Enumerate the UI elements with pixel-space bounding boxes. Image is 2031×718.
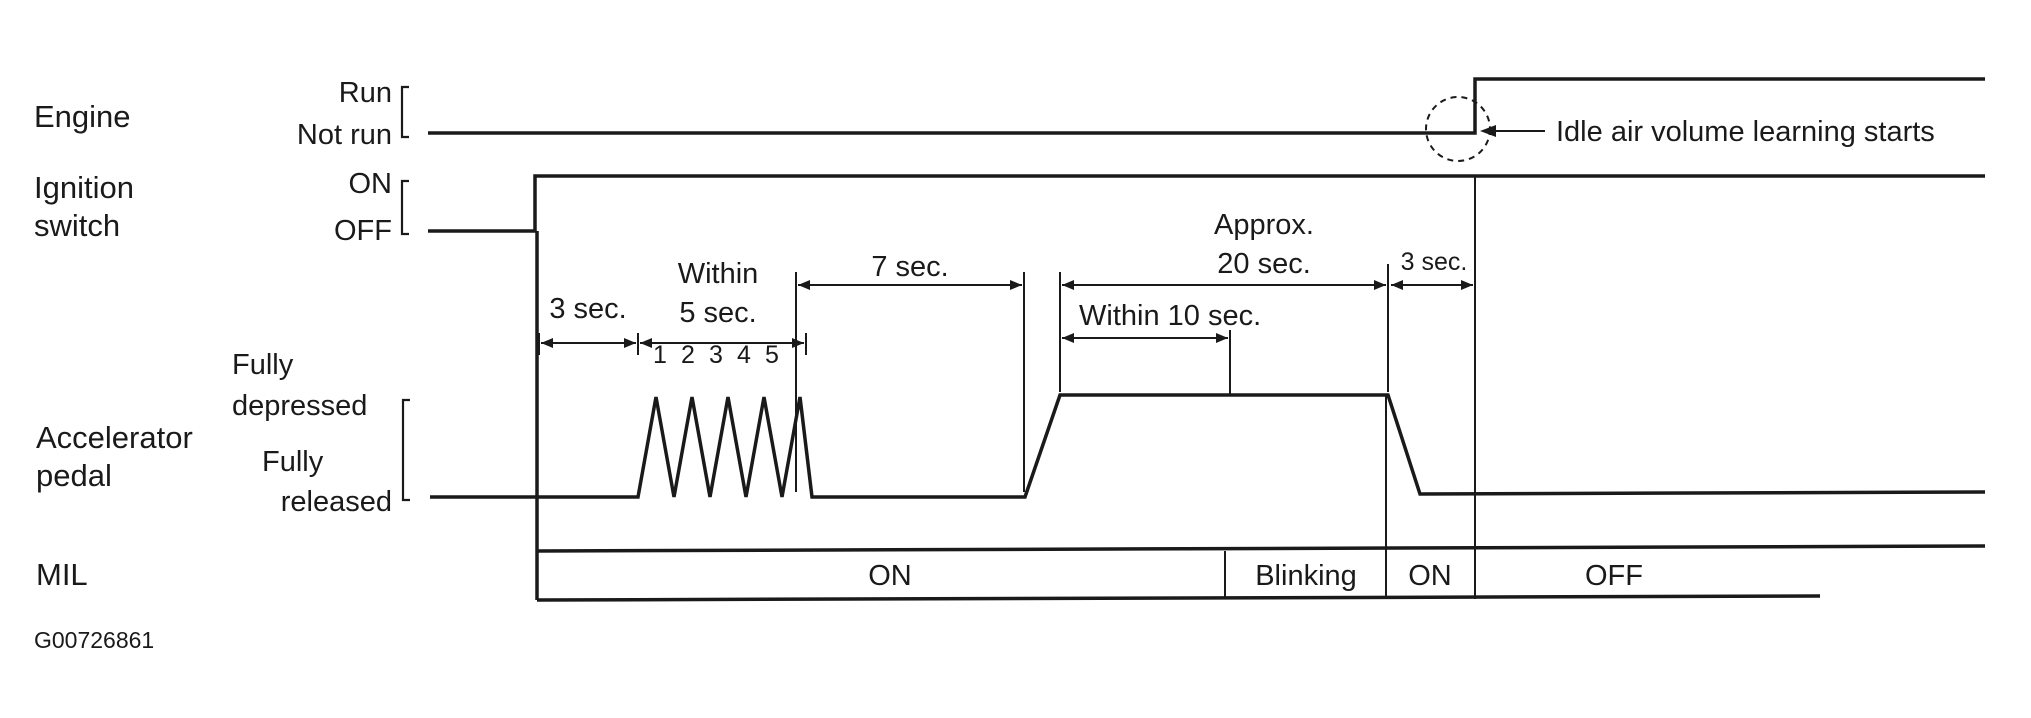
engine-run-label: Run (339, 77, 392, 109)
accelerator-signal-group: Accelerator pedal Fully depressed Fully … (36, 341, 1986, 518)
pump-count-4: 4 (737, 341, 751, 369)
idle-learning-callout: Idle air volume learning starts (1556, 116, 1935, 148)
within-5-arrow-left (640, 338, 652, 348)
mil-band-bottom-line (536, 594, 1821, 602)
within-5-label-line2: 5 sec. (679, 297, 756, 329)
first-wait-label: 3 sec. (549, 293, 626, 325)
mil-state-on-final: ON (1408, 560, 1452, 592)
final-wait-arrow-right (1461, 280, 1473, 290)
within-5-arrow-right (792, 338, 804, 348)
mil-band-top-line (536, 544, 1986, 553)
pump-count-3: 3 (709, 341, 723, 369)
wait-7-arrow-left (798, 280, 810, 290)
engine-waveform (428, 77, 1985, 135)
mil-state-off: OFF (1585, 560, 1643, 592)
fully-released-label-line1: Fully (262, 446, 324, 478)
accelerator-label-line2: pedal (36, 458, 112, 493)
mil-signal-group: MIL ON Blinking ON OFF (36, 176, 1986, 602)
accelerator-label-line1: Accelerator (36, 420, 193, 455)
ignition-level-bracket (400, 179, 409, 236)
fully-released-label-line2: released (281, 486, 392, 518)
pump-count-5: 5 (765, 341, 779, 369)
accelerator-waveform (430, 393, 1986, 499)
wait-7-arrow-right (1010, 280, 1022, 290)
ignition-label-line2: switch (34, 208, 120, 243)
engine-not-run-label: Not run (297, 119, 392, 151)
learning-start-highlight-circle (1425, 96, 1491, 162)
timing-annotations: 3 sec. Within 5 sec. 7 sec. Approx. 20 s… (538, 209, 1473, 492)
pump-count-1: 1 (653, 341, 667, 369)
callout-arrowhead (1480, 125, 1496, 137)
mil-state-on-initial: ON (868, 560, 912, 592)
accelerator-level-bracket (401, 398, 410, 502)
ignition-waveform (428, 174, 1985, 233)
pump-count-2: 2 (681, 341, 695, 369)
approx-20-label-line2: 20 sec. (1217, 248, 1311, 280)
within-10-arrow-right (1216, 333, 1228, 343)
fully-depressed-label-line1: Fully (232, 349, 294, 381)
wait-7-label: 7 sec. (871, 251, 948, 283)
within-10-arrow-left (1062, 333, 1074, 343)
engine-signal-group: Engine Run Not run Idle air volume learn… (34, 77, 1985, 162)
approx-20-arrow-left (1062, 280, 1074, 290)
final-wait-label: 3 sec. (1401, 248, 1468, 276)
approx-20-arrow-right (1374, 280, 1386, 290)
final-wait-arrow-left (1391, 280, 1403, 290)
mil-state-blinking: Blinking (1255, 560, 1357, 592)
ignition-signal-group: Ignition switch ON OFF (34, 168, 1985, 247)
ignition-on-label: ON (349, 168, 393, 200)
first-wait-arrow-right (624, 338, 636, 348)
fully-depressed-label-line2: depressed (232, 390, 367, 422)
within-10-label: Within 10 sec. (1079, 300, 1261, 332)
mil-label: MIL (36, 557, 88, 592)
engine-level-bracket (400, 85, 409, 139)
ignition-off-label: OFF (334, 215, 392, 247)
approx-20-label-line1: Approx. (1214, 209, 1314, 241)
engine-label: Engine (34, 99, 131, 134)
figure-code: G00726861 (34, 627, 154, 653)
within-5-label-line1: Within (678, 258, 759, 290)
ignition-label-line1: Ignition (34, 170, 134, 205)
first-wait-arrow-left (541, 338, 553, 348)
